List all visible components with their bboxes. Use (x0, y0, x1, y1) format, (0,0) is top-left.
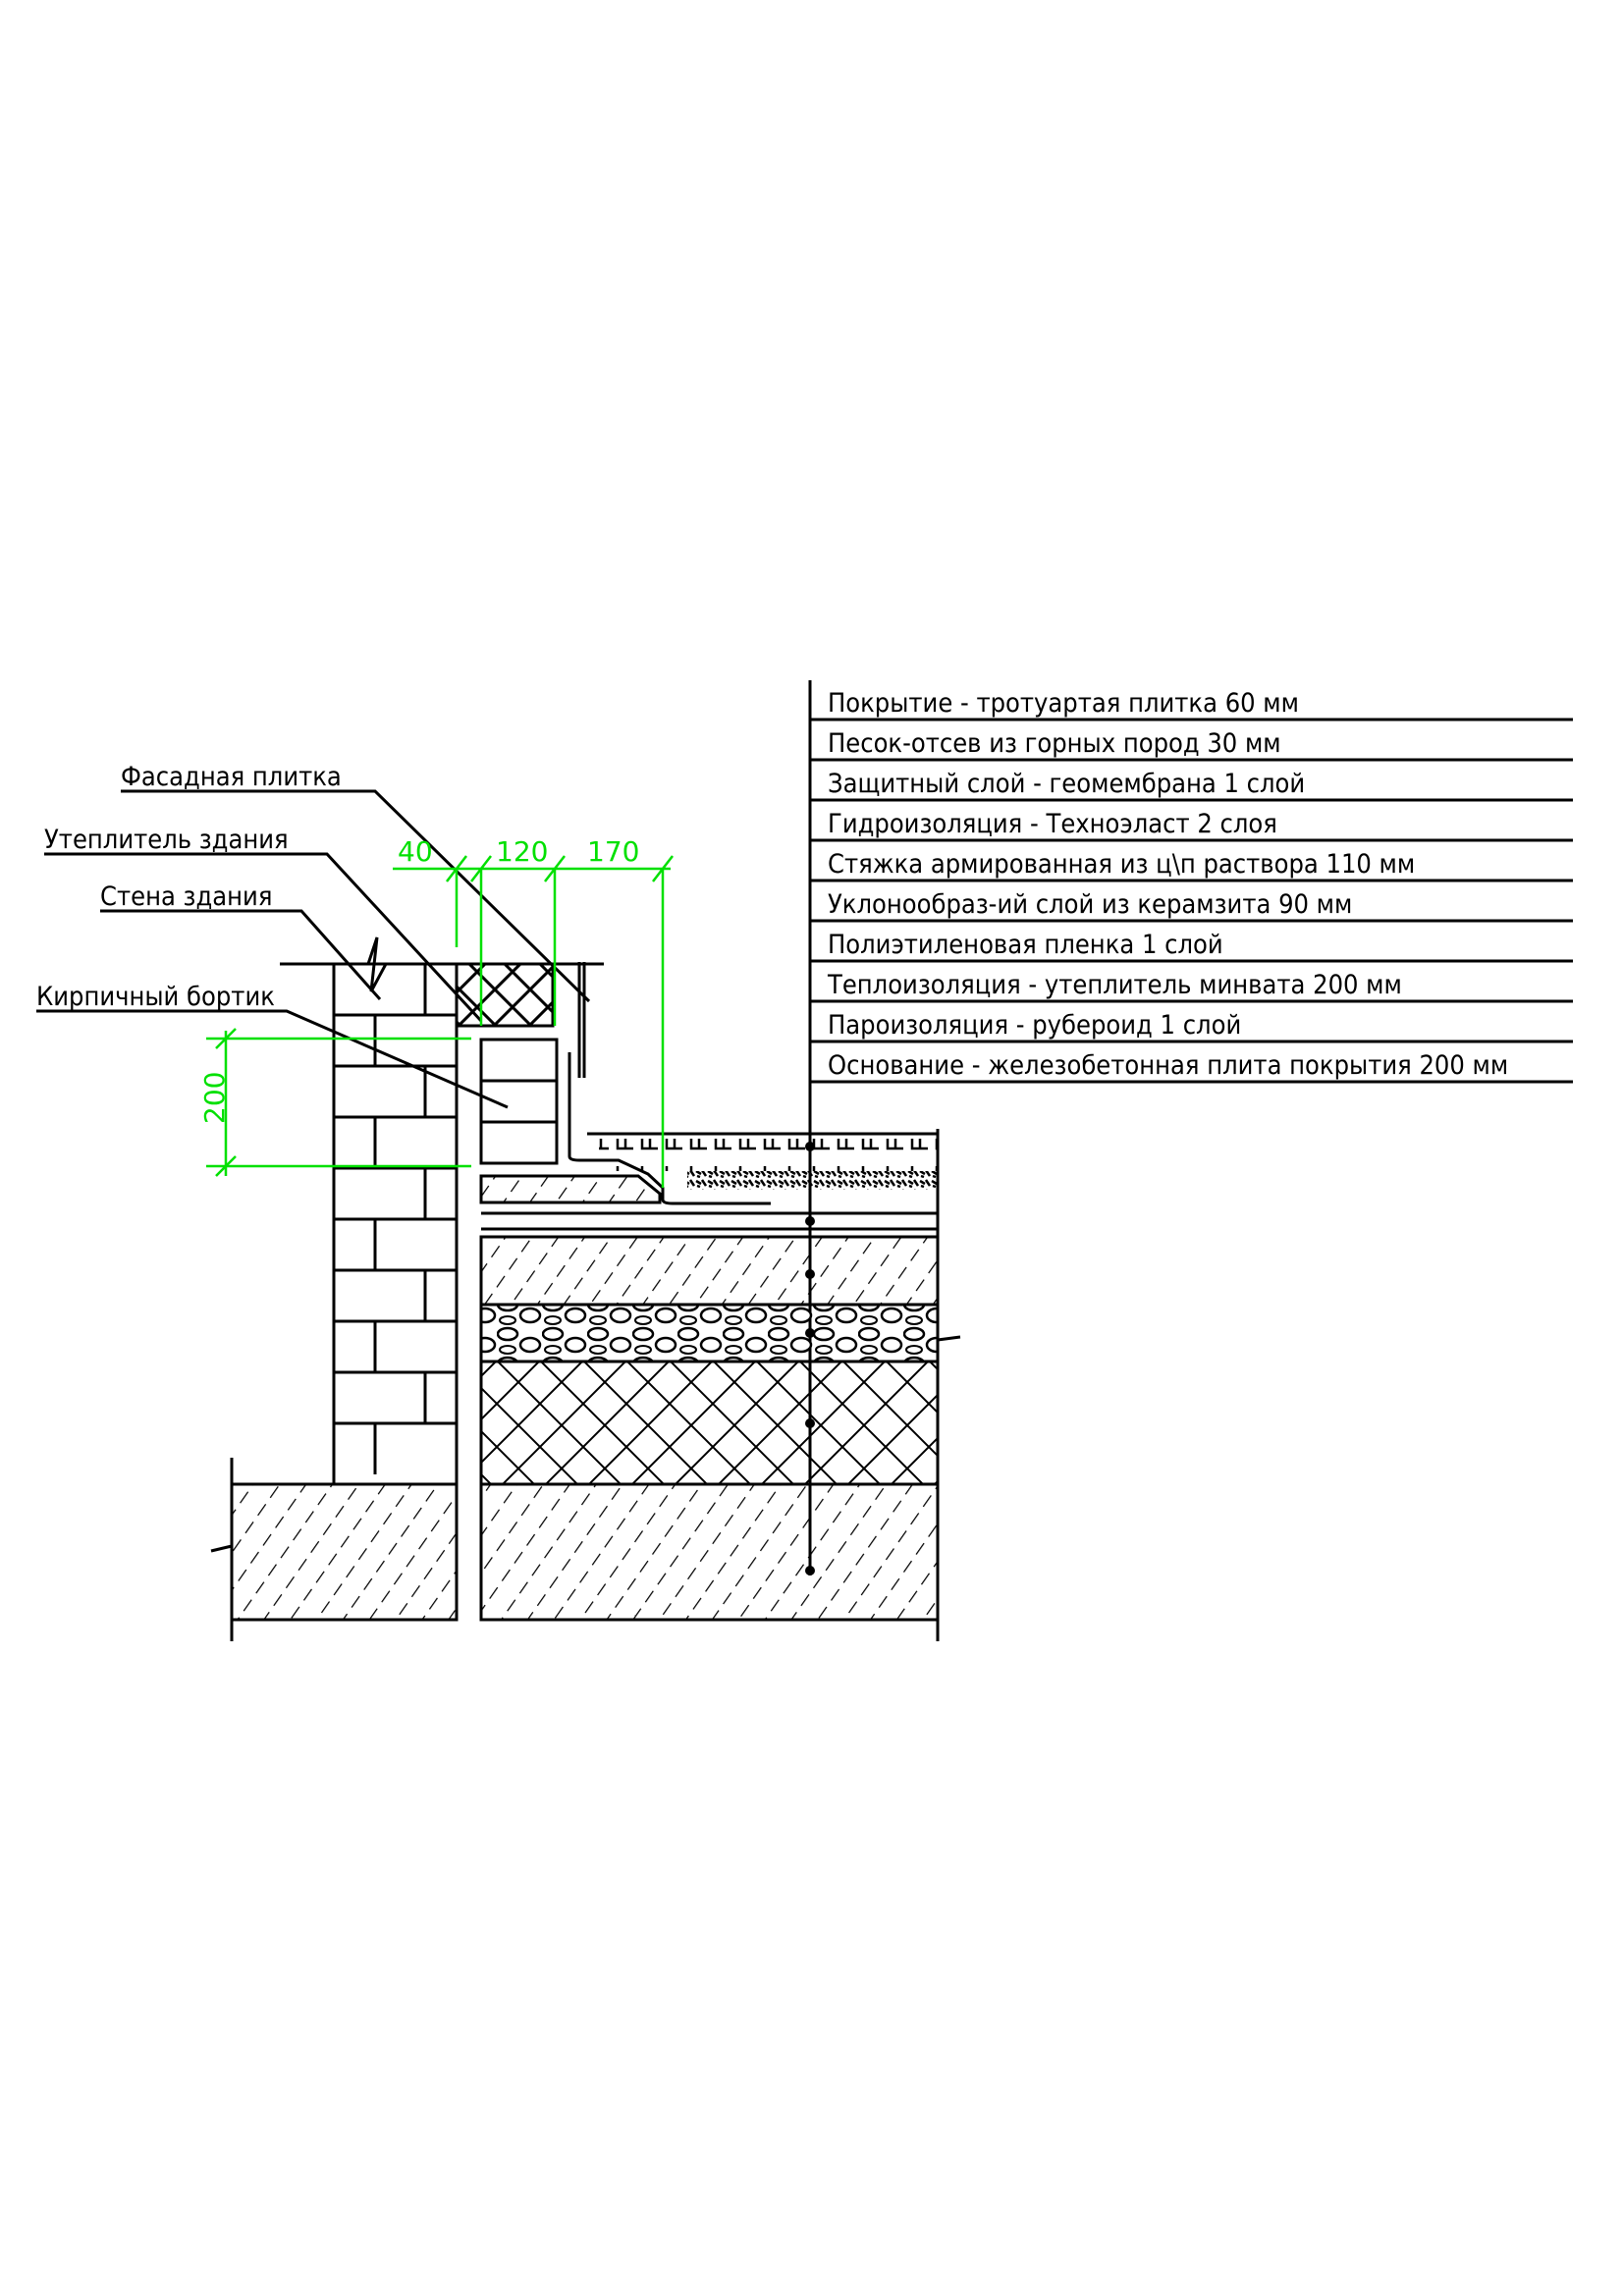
wall-insulation (455, 962, 555, 1028)
callout-brick-curb: Кирпичный бортик (36, 982, 275, 1012)
legend-row-text: Основание - железобетонная плита покрыти… (828, 1050, 1508, 1081)
legend-row-text: Полиэтиленовая пленка 1 слой (828, 930, 1223, 960)
callouts: Фасадная плитка Утеплитель здания Стена … (36, 762, 591, 1109)
layers-legend: Покрытие - тротуартая плитка 60 мм Песок-… (808, 680, 1573, 1575)
legend-row-text: Покрытие - тротуартая плитка 60 мм (828, 688, 1299, 719)
wall-foundation (230, 1482, 459, 1622)
callout-building-wall: Стена здания (100, 881, 272, 912)
legend-row-text: Уклонообраз-ий слой из керамзита 90 мм (828, 889, 1352, 920)
roof-layers (210, 1052, 961, 1641)
legend-row-text: Гидроизоляция - Техноэласт 2 слоя (828, 809, 1277, 839)
legend-row-text: Теплоизоляция - утеплитель минвата 200 м… (827, 970, 1402, 1000)
legend-row-text: Пароизоляция - рубероид 1 слой (828, 1010, 1241, 1041)
dim-120: 120 (496, 835, 548, 868)
screed-layer (479, 1235, 940, 1307)
legend-row-text: Защитный слой - геомембрана 1 слой (828, 769, 1305, 799)
facade-tile (577, 962, 586, 1078)
callout-facade-tile: Фасадная плитка (121, 762, 342, 792)
fillet (479, 1174, 662, 1204)
callout-building-insulation: Утеплитель здания (44, 825, 289, 855)
waterproofing-upturn (568, 1052, 771, 1205)
legend-row-text: Стяжка армированная из ц\п раствора 110 … (828, 849, 1415, 880)
dimensions: 40 120 170 200 (198, 835, 674, 1188)
brick-curb (479, 1038, 559, 1165)
dim-170: 170 (587, 835, 639, 868)
legend-row-text: Песок-отсев из горных пород 30 мм (828, 728, 1281, 759)
mineral-wool-layer (479, 1360, 940, 1486)
dim-200: 200 (198, 1072, 231, 1124)
concrete-slab (479, 1482, 940, 1622)
paving-tile-layer (599, 1139, 938, 1171)
expanded-clay-layer (479, 1303, 940, 1363)
dim-40: 40 (398, 835, 433, 868)
sand-layer (687, 1171, 938, 1190)
